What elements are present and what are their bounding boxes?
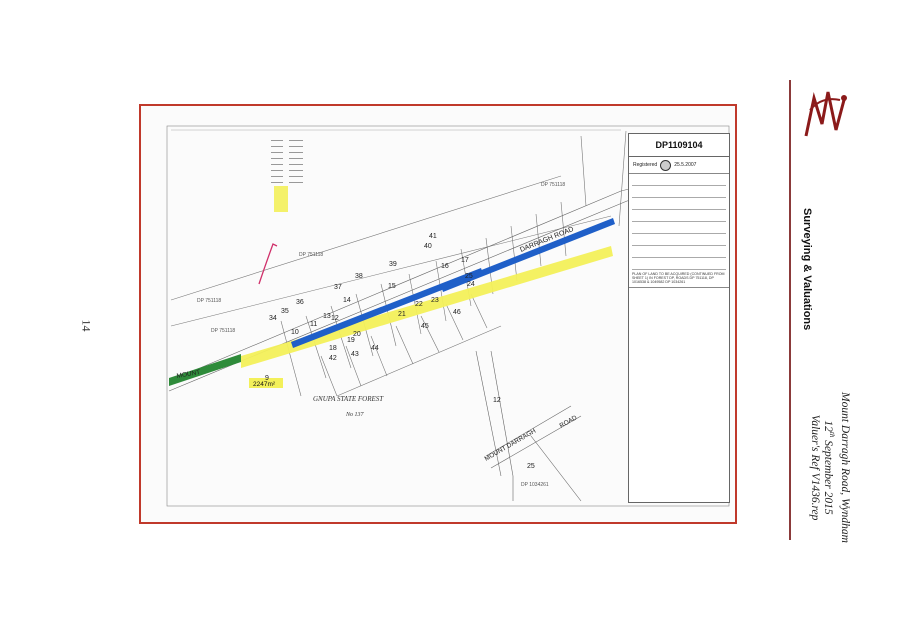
lot-35: 35 [281,308,289,315]
survey-plan-frame: 41 40 39 38 37 36 35 34 17 16 15 14 13 1… [139,104,737,524]
lot-table-highlight [274,186,288,212]
lot-41: 41 [429,233,437,240]
registration-stamp-icon [660,159,672,171]
dp-number: DP1109104 [629,134,729,157]
green-acquisition-strip [169,354,241,386]
plan-title-block: DP1109104 Registered 25.5.2007 PLAN OF L… [628,133,730,503]
lot-12-lower: 12 [493,397,501,404]
dp-label-3: DP 751118 [299,252,323,258]
dp-label-4: DP 751118 [541,182,565,188]
lot-21: 21 [398,311,406,318]
lot-45: 45 [421,323,429,330]
lot-24: 24 [467,281,475,288]
mount-label: MOUNT [176,369,201,380]
south-parcel-boundaries [320,293,502,397]
registered-row: Registered 25.5.2007 [629,157,729,174]
title-block-row [632,258,726,270]
lot-table [271,140,303,183]
title-block-row [632,222,726,234]
mount-darragh-label: MOUNT DARRAGH [484,428,538,463]
lot-22: 22 [415,301,423,308]
title-block-row [632,174,726,186]
lot-43: 43 [351,351,359,358]
title-block-row [632,186,726,198]
area-label-bg [249,378,283,388]
lot-40: 40 [424,243,432,250]
plan-note: PLAN OF LAND TO BE ACQUIRED (continued f… [629,270,729,288]
lower-road-lines [475,350,582,502]
lot-42: 42 [329,355,337,362]
caption-address: Mount Darragh Road, Wyndham [838,392,851,543]
company-logo-icon [804,91,847,137]
yellow-acquisition-strip [241,246,613,368]
road-label-lower: ROAD [559,414,579,430]
blue-acquisition-strip-1 [291,268,483,348]
lot-10: 10 [291,329,299,336]
lot-14: 14 [343,297,351,304]
title-block-row [632,198,726,210]
lot-25: 25 [465,273,473,280]
lot-12: 12 [331,315,339,322]
caption-reference: Valuer's Ref V1436.rep [809,414,821,521]
lot-44: 44 [371,345,379,352]
area-label: 2247m² [253,381,276,388]
lot-38: 38 [355,273,363,280]
title-block-row [632,210,726,222]
lot-46: 46 [453,309,461,316]
dp-label-1: DP 751118 [197,298,221,304]
registered-label: Registered [633,162,658,168]
title-block-row [632,234,726,246]
lot-13: 13 [323,313,331,320]
lot-23: 23 [431,297,439,304]
company-name: Surveying & Valuations [801,208,813,331]
lot-15: 15 [388,283,396,290]
side-divider [789,80,791,540]
lot-20: 20 [353,331,361,338]
lot-number-labels: 41 40 39 38 37 36 35 34 17 16 15 14 13 1… [265,233,535,470]
lot-25-lower: 25 [527,463,535,470]
lot-16: 16 [441,263,449,270]
lot-36: 36 [296,299,304,306]
registered-date: 25.5.2007 [674,162,697,168]
lot-11: 11 [310,321,317,328]
dp-labels: DP 751118 DP 751118 DP 751118 DP 751118 … [197,182,565,488]
survey-plan-drawing: 41 40 39 38 37 36 35 34 17 16 15 14 13 1… [166,125,730,507]
lot-18: 18 [329,345,337,352]
blue-acquisition-strip-2 [441,218,615,292]
lot-9: 9 [265,375,269,382]
report-caption: Mount Darragh Road, Wyndham 12th Septemb… [808,392,851,543]
title-block-row [632,246,726,258]
lot-39: 39 [389,261,397,268]
lot-17: 17 [461,257,469,264]
lot-34: 34 [269,315,277,322]
forest-number: No 137 [345,412,365,418]
page-number: 14 [79,319,94,332]
forest-label: GNUPA STATE FOREST [313,395,384,403]
lot-37: 37 [334,284,342,291]
dp-label-2: DP 751118 [211,328,235,334]
handwritten-annotation [258,243,278,285]
dp-label-bottom: DP 1034261 [521,482,549,488]
caption-date: 12th September 2015 [822,420,836,515]
lot-19: 19 [347,337,355,344]
